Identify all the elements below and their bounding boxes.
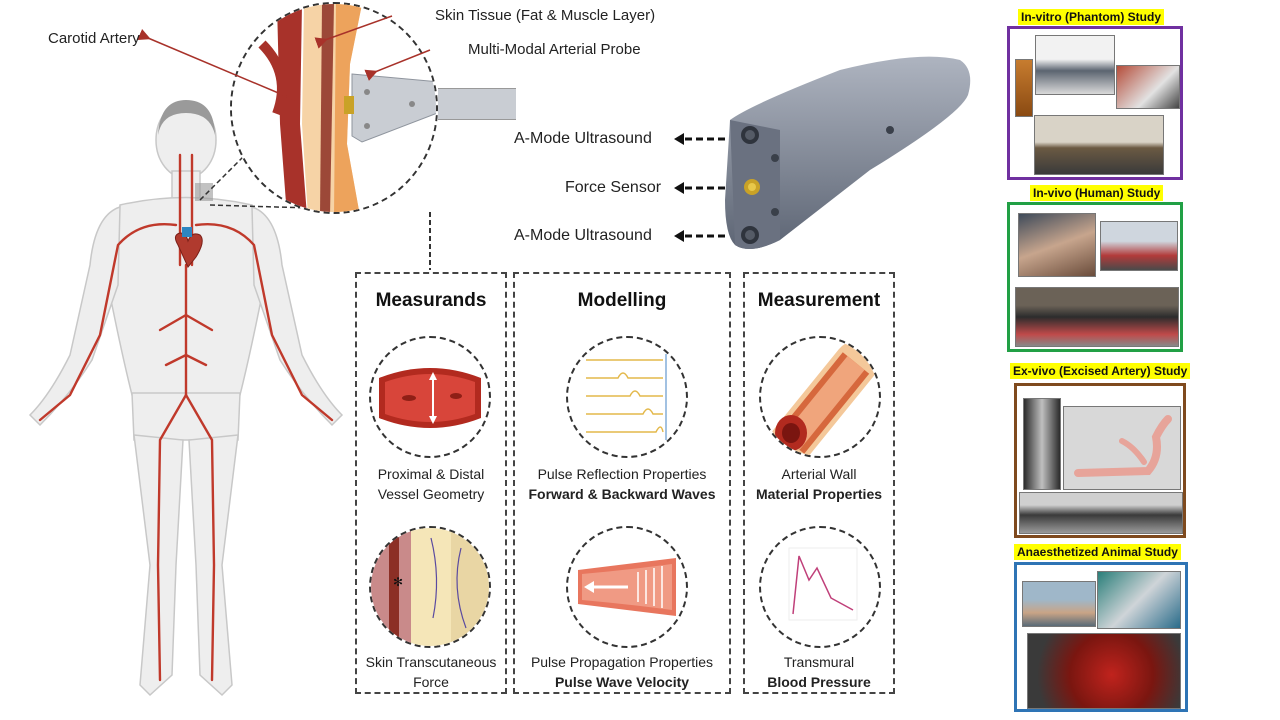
vessel-geometry-icon: [379, 368, 481, 428]
pulse-propagation-icon: [578, 558, 676, 616]
animal-study-title: Anaesthetized Animal Study: [1014, 544, 1181, 560]
measurement-item2-caption: Transmural Blood Pressure: [745, 652, 893, 692]
phantom-setup-photo-3: [1116, 65, 1180, 109]
neck-zoom-circle: [230, 2, 438, 214]
label-arrows: [137, 15, 431, 101]
carotid-artery-label: Carotid Artery: [48, 30, 140, 47]
skin-tissue-label: Skin Tissue (Fat & Muscle Layer): [435, 7, 656, 24]
in-vitro-study-title: In-vitro (Phantom) Study: [1018, 9, 1164, 25]
excised-artery-photo-1: [1023, 398, 1061, 490]
measurands-item2-caption: Skin Transcutaneous Force: [357, 652, 505, 692]
probe-pointer-arrows: [674, 133, 725, 242]
phantom-setup-photo-4: [1034, 115, 1164, 175]
measurands-item1-line1: Proximal & Distal: [377, 466, 485, 482]
excised-artery-icon: [1074, 415, 1172, 477]
svg-text:✻: ✻: [393, 575, 403, 589]
arterial-probe-3d: [725, 56, 971, 250]
human-study-photo-1: [1018, 213, 1096, 277]
modelling-item1-caption: Pulse Reflection Properties Forward & Ba…: [515, 464, 729, 504]
heart-icon: [174, 232, 203, 268]
animal-study-photo-1: [1022, 581, 1096, 627]
measurands-item1-caption: Proximal & Distal Vessel Geometry: [357, 464, 505, 504]
animal-study-photo-2: [1097, 571, 1181, 629]
excised-artery-photo-3: [1019, 492, 1183, 534]
a-mode-ultrasound-bottom-label: A-Mode Ultrasound: [514, 227, 652, 244]
in-vivo-study-box: [1007, 202, 1183, 352]
modelling-item2-line2: Pulse Wave Velocity: [554, 674, 690, 690]
measurands-item1-line2: Vessel Geometry: [377, 486, 485, 502]
measurands-item2-line1: Skin Transcutaneous: [365, 654, 497, 670]
skin-force-icon: ✻: [371, 528, 489, 646]
modelling-item1-line1: Pulse Reflection Properties: [537, 466, 707, 482]
ex-vivo-study-title: Ex-vivo (Excised Artery) Study: [1010, 363, 1191, 379]
force-sensor-label: Force Sensor: [565, 179, 662, 196]
measurands-item2-line2: Force: [413, 674, 449, 690]
phantom-setup-photo-1: [1015, 59, 1033, 117]
modelling-item2-caption: Pulse Propagation Properties Pulse Wave …: [515, 652, 729, 692]
pulse-propagation-circle: [566, 526, 688, 648]
human-body-illustration: [28, 100, 344, 697]
measurement-item1-line1: Arterial Wall: [781, 466, 857, 482]
modelling-title: Modelling: [577, 290, 667, 311]
in-vivo-study-title: In-vivo (Human) Study: [1030, 185, 1164, 201]
arterial-wall-circle: [759, 336, 881, 458]
measurement-item2-line2: Blood Pressure: [767, 674, 871, 690]
modelling-item2-line1: Pulse Propagation Properties: [530, 654, 714, 670]
a-mode-ultrasound-top-label: A-Mode Ultrasound: [514, 130, 652, 147]
in-vitro-study-box: [1007, 26, 1183, 180]
modelling-item1-line2: Forward & Backward Waves: [528, 486, 716, 502]
human-study-photo-3: [1015, 287, 1179, 347]
pulse-reflection-icon: [586, 354, 667, 440]
probe-handle: [438, 88, 516, 120]
arterial-wall-icon: [769, 341, 878, 456]
measurands-panel: Measurands Proximal & Distal Vessel Geom…: [355, 272, 507, 694]
measurement-title: Measurement: [757, 290, 881, 311]
probe-label: Multi-Modal Arterial Probe: [468, 41, 641, 58]
vessel-geometry-circle: [369, 336, 491, 458]
measurement-panel: Measurement Arterial Wall Material Prope…: [743, 272, 895, 694]
artery-probe-cross-section: [232, 4, 436, 212]
ex-vivo-study-box: [1014, 383, 1186, 538]
measurands-title: Measurands: [375, 290, 487, 311]
human-study-photo-2: [1100, 221, 1178, 271]
measurement-item2-line1: Transmural: [783, 654, 855, 670]
pulse-reflection-circle: [566, 336, 688, 458]
skin-force-circle: ✻: [369, 526, 491, 648]
modelling-panel: Modelling Pulse Reflection Properties Fo…: [513, 272, 731, 694]
blood-pressure-waveform-icon: [788, 547, 858, 621]
animal-study-box: [1014, 562, 1188, 712]
blood-pressure-circle: [759, 526, 881, 648]
measurement-item1-caption: Arterial Wall Material Properties: [745, 464, 893, 504]
measurement-item1-line2: Material Properties: [755, 486, 883, 502]
excised-artery-photo-2: [1063, 406, 1181, 490]
animal-study-photo-3: [1027, 633, 1181, 709]
phantom-setup-photo-2: [1035, 35, 1115, 95]
